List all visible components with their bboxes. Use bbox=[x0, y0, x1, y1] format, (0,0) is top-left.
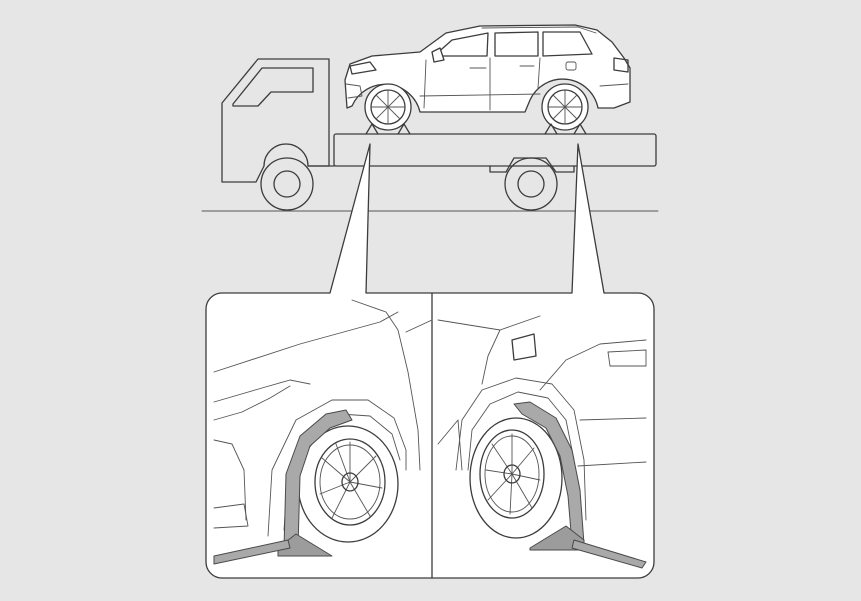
rear-wheel-arch-inner bbox=[467, 391, 575, 471]
detail-front-wheel-strap bbox=[213, 299, 433, 565]
suv-front-wheel-chocks bbox=[365, 123, 411, 135]
suv-roof-rail bbox=[481, 26, 597, 34]
front-tire-strap bbox=[283, 409, 353, 549]
front-headlight-line bbox=[213, 385, 291, 421]
truck-chassis bbox=[307, 157, 575, 173]
suv-fuel-flap bbox=[565, 61, 577, 71]
front-rim bbox=[314, 438, 386, 526]
front-chock-block bbox=[277, 533, 333, 557]
rear-bumper-line bbox=[577, 417, 647, 467]
front-body-line bbox=[351, 299, 421, 471]
rear-rim-spokes bbox=[485, 433, 541, 515]
rear-tail-light bbox=[607, 349, 647, 367]
rear-fuel-flap bbox=[511, 333, 537, 361]
suv-front-spokes bbox=[370, 89, 406, 125]
truck-flatbed bbox=[333, 133, 657, 167]
rear-door-line bbox=[437, 419, 463, 471]
suv-rear-window bbox=[542, 31, 593, 57]
rear-ground-strap bbox=[571, 539, 647, 569]
suv-rear-wheel-chocks bbox=[544, 123, 587, 135]
front-fender-top bbox=[213, 379, 311, 403]
rear-body-curve bbox=[539, 339, 647, 391]
front-door-edge bbox=[405, 319, 433, 333]
suv-side-crease bbox=[419, 83, 629, 97]
detail-rear-wheel-strap bbox=[437, 315, 647, 569]
front-bumper-line bbox=[213, 439, 247, 521]
rear-tire bbox=[469, 417, 563, 539]
suv-headlight bbox=[349, 61, 377, 75]
truck-rear-hub bbox=[517, 170, 545, 198]
suv-front-bumper bbox=[345, 83, 363, 99]
flatbed-truck bbox=[221, 58, 657, 211]
suv-middle-window bbox=[494, 31, 539, 57]
rear-hub bbox=[503, 464, 521, 484]
suv-rear-spokes bbox=[547, 89, 583, 125]
suv-front-window bbox=[433, 32, 489, 57]
truck-front-wheel bbox=[260, 157, 314, 211]
suv-door-handles bbox=[469, 65, 535, 69]
suv-on-flatbed bbox=[344, 24, 631, 135]
front-ground-strap bbox=[213, 539, 291, 565]
front-lower-grille bbox=[213, 503, 249, 529]
rear-rim bbox=[479, 429, 545, 519]
front-hub bbox=[341, 472, 359, 492]
truck-cab-window bbox=[232, 67, 314, 107]
truck-rear-wheel bbox=[504, 157, 558, 211]
rear-wheel-arch bbox=[455, 377, 587, 521]
truck-front-hub bbox=[273, 170, 301, 198]
suv-side-mirror bbox=[431, 47, 445, 63]
callout-frame bbox=[205, 143, 655, 579]
suv-tail-light bbox=[613, 57, 629, 73]
front-rim-spokes bbox=[319, 441, 383, 519]
front-wheel-arch bbox=[267, 399, 407, 537]
suv-door-lines bbox=[423, 57, 541, 111]
rear-pillar-line bbox=[481, 329, 501, 385]
